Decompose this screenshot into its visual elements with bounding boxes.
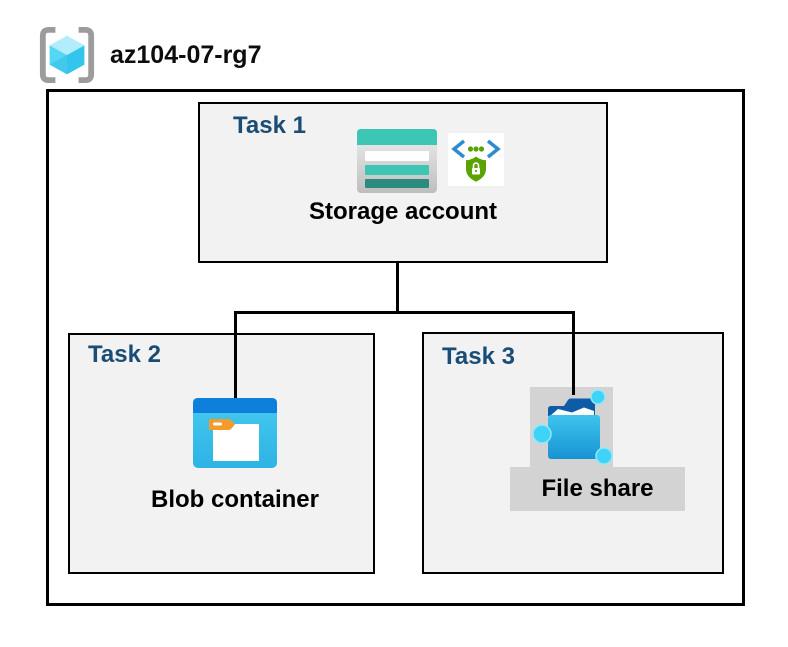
secure-endpoint-icon bbox=[448, 133, 504, 186]
resource-group-icon bbox=[39, 26, 95, 84]
blob-container-icon bbox=[193, 398, 277, 468]
connector-to-fileshare bbox=[572, 311, 575, 395]
task2-label: Task 2 bbox=[88, 341, 161, 368]
storage-account-label: Storage account bbox=[308, 198, 498, 225]
connector-horizontal bbox=[234, 311, 575, 314]
task3-label: Task 3 bbox=[442, 343, 515, 370]
file-share-label: File share bbox=[541, 475, 654, 502]
storage-account-icon bbox=[357, 129, 437, 193]
connector-to-blob bbox=[234, 311, 237, 400]
resource-group-title: az104-07-rg7 bbox=[110, 41, 262, 69]
blob-container-label: Blob container bbox=[150, 486, 319, 513]
file-share-icon bbox=[532, 389, 613, 465]
task1-label: Task 1 bbox=[233, 112, 306, 139]
file-share-label-backdrop bbox=[510, 467, 685, 511]
connector-storage-down bbox=[396, 261, 399, 313]
